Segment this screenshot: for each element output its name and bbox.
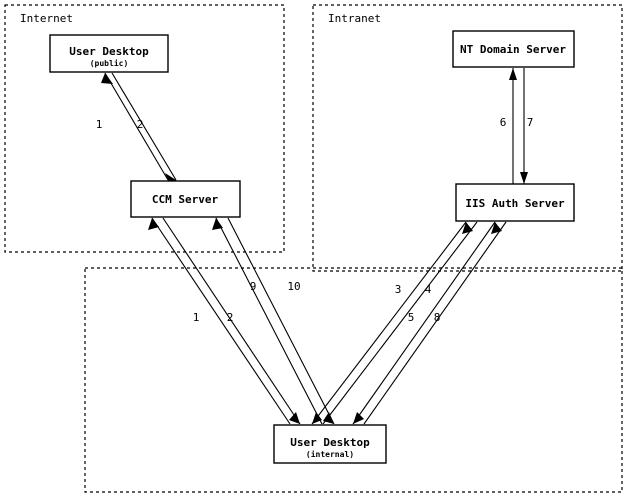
step-label-2-public: 2 [137, 118, 144, 131]
node-title-ccm-server: CCM Server [152, 193, 219, 206]
node-box-user-desktop-public[interactable] [49, 34, 169, 73]
zone-internet-box [4, 4, 285, 253]
flow-line-public-2 [111, 72, 177, 181]
zone-internal-box [84, 267, 623, 493]
node-box-ccm-server[interactable] [130, 180, 241, 218]
zone-label-internet: Internet [20, 12, 73, 25]
flow-line-3 [311, 221, 467, 425]
step-label-10: 10 [287, 280, 300, 293]
flow-arrow-internal-2 [289, 412, 300, 424]
node-user-desktop-public[interactable]: User Desktop (public) [49, 34, 169, 73]
flow-line-internal-1 [151, 217, 291, 425]
step-labels: 1 2 1 2 3 4 5 8 6 7 9 10 [96, 116, 534, 324]
flow-line-internal-2 [162, 217, 301, 425]
node-subtitle-user-desktop-internal: (internal) [306, 449, 354, 459]
step-label-8: 8 [434, 311, 441, 324]
flow-arrow-4 [312, 412, 322, 424]
node-title-nt-domain-server: NT Domain Server [460, 43, 566, 56]
flow-arrow-7 [520, 172, 528, 184]
node-box-nt-domain-server[interactable] [452, 30, 575, 68]
flow-arrow-6 [509, 68, 517, 80]
flow-arrow-internal-1 [148, 218, 159, 230]
node-subtitle-user-desktop-public: (public) [90, 58, 129, 68]
step-label-7: 7 [527, 116, 534, 129]
step-label-2-internal: 2 [227, 311, 234, 324]
flow-line-10 [227, 217, 335, 425]
node-title-user-desktop-internal: User Desktop [290, 436, 370, 449]
flow-line-public-1 [104, 72, 169, 181]
flow-line-8 [363, 221, 507, 425]
flow-arrow-5 [491, 222, 502, 234]
step-label-1-internal: 1 [193, 311, 200, 324]
zone-label-intranet: Intranet [328, 12, 381, 25]
flow-line-5 [352, 221, 496, 425]
flow-arrow-3 [462, 222, 473, 234]
node-ccm-server[interactable]: CCM Server [130, 180, 241, 218]
step-label-1-public: 1 [96, 118, 103, 131]
node-iis-auth-server[interactable]: IIS Auth Server [455, 183, 575, 222]
node-user-desktop-internal[interactable]: User Desktop (internal) [273, 424, 387, 464]
flow-lines [101, 68, 528, 425]
node-box-iis-auth-server[interactable] [455, 183, 575, 222]
step-label-3: 3 [395, 283, 402, 296]
flow-arrow-8 [353, 412, 364, 424]
zone-labels: Internet Intranet [20, 12, 381, 25]
node-box-user-desktop-internal[interactable] [273, 424, 387, 464]
flow-line-9 [215, 217, 323, 425]
step-label-5: 5 [408, 311, 415, 324]
zone-intranet-box [312, 4, 623, 272]
flow-arrow-9 [212, 218, 223, 230]
zone-boundaries [4, 4, 623, 493]
node-title-user-desktop-public: User Desktop [69, 45, 149, 58]
flow-line-4 [322, 221, 478, 425]
node-title-iis-auth-server: IIS Auth Server [465, 197, 565, 210]
step-label-4: 4 [425, 283, 432, 296]
step-label-6: 6 [500, 116, 507, 129]
step-label-9: 9 [250, 280, 257, 293]
node-nt-domain-server[interactable]: NT Domain Server [452, 30, 575, 68]
flow-arrow-public-2 [101, 73, 113, 84]
